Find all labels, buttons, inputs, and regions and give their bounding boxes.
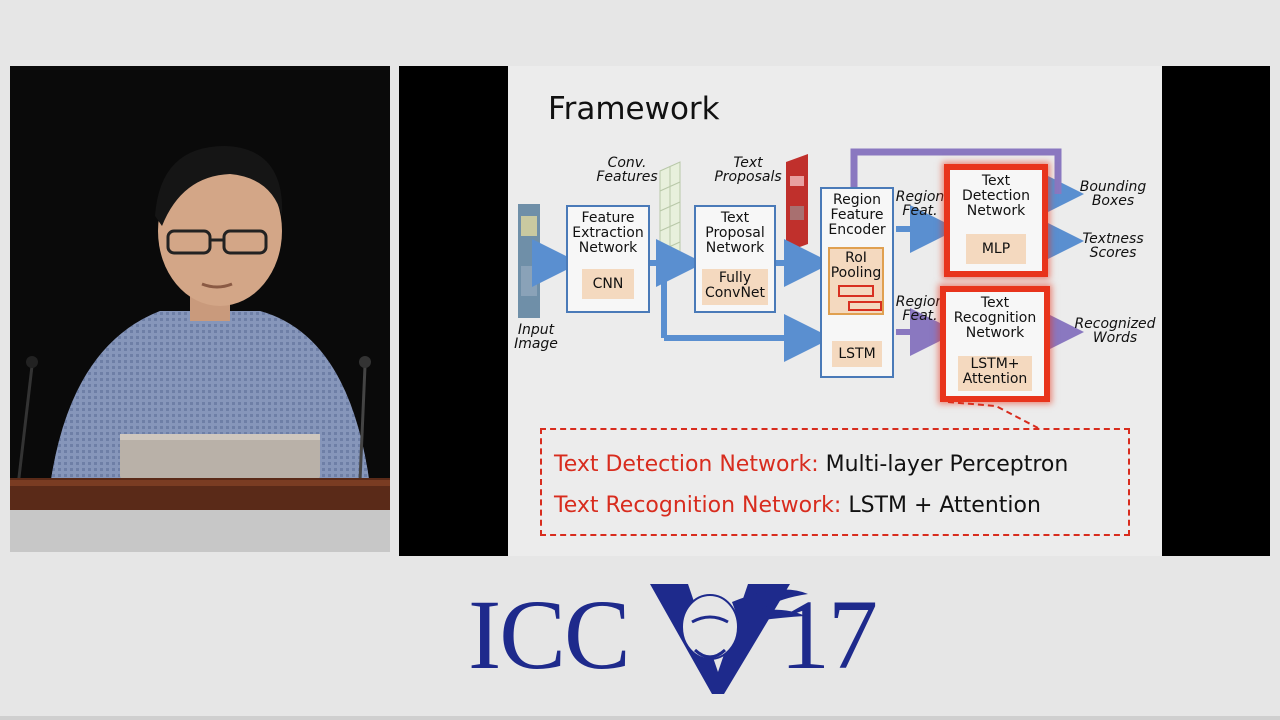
roi-grid-icon-2	[848, 301, 882, 311]
logo-v-emblem-icon	[650, 584, 808, 694]
roi-grid-icon	[838, 285, 874, 297]
mlp-block: MLP	[966, 234, 1026, 264]
note-recognition: Text Recognition Network: LSTM + Attenti…	[554, 493, 1041, 518]
bottom-divider	[0, 716, 1280, 720]
callout-box: Text Detection Network: Multi-layer Perc…	[540, 428, 1130, 536]
region-feature-encoder-box: Region Feature Encoder RoI Pooling LSTM	[820, 187, 894, 378]
text-proposals-thumbnail	[786, 154, 808, 252]
speaker-illustration	[10, 66, 390, 552]
text-proposal-network-box: Text Proposal Network Fully ConvNet	[694, 205, 776, 313]
feature-extraction-network-box: Feature Extraction Network CNN	[566, 205, 650, 313]
logo-text-left: ICC	[468, 579, 631, 690]
iccv-logo: ICC 17	[460, 572, 890, 702]
diagram-arrows	[518, 148, 1084, 429]
conv-features-label: Conv.Features	[596, 155, 658, 185]
cnn-block: CNN	[582, 269, 634, 299]
fully-convnet-block: Fully ConvNet	[702, 269, 768, 305]
logo-text-right: 17	[780, 579, 878, 690]
slide: Framework	[508, 66, 1162, 556]
note-detection: Text Detection Network: Multi-layer Perc…	[554, 452, 1069, 477]
text-detection-network-box: Text Detection Network MLP	[944, 164, 1048, 277]
lstm-attention-block: LSTM+ Attention	[958, 356, 1032, 391]
slide-title: Framework	[548, 91, 720, 127]
speaker-video	[10, 66, 390, 552]
lstm-block: LSTM	[832, 341, 882, 367]
text-recognition-network-box: Text Recognition Network LSTM+ Attention	[940, 286, 1050, 402]
roi-pooling-block: RoI Pooling	[828, 247, 884, 315]
